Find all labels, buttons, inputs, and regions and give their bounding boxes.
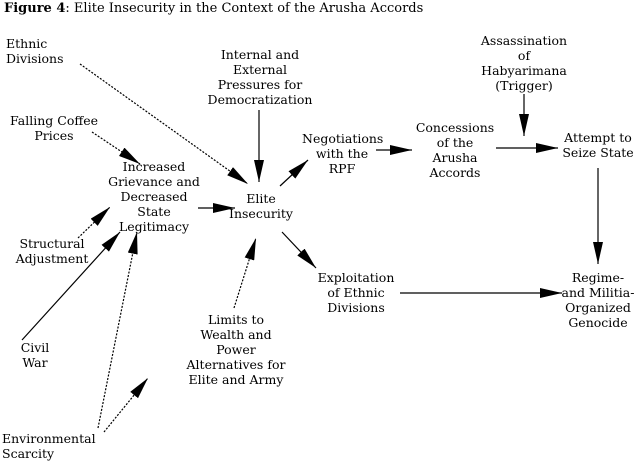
- figure-title: Figure 4: Elite Insecurity in the Contex…: [4, 1, 423, 16]
- node-elite-insecurity: Elite Insecurity: [229, 191, 293, 221]
- node-ethnic-divisions: Ethnic Divisions: [6, 36, 64, 66]
- figure-label: Figure 4: [4, 1, 66, 16]
- edge-ethnic-to-elite: [79, 63, 249, 185]
- node-internal-external-pressures: Internal and External Pressures for Demo…: [207, 47, 313, 107]
- node-genocide: Regime- and Militia- Organized Genocide: [561, 270, 635, 330]
- node-assassination: Assassination of Habyarimana (Trigger): [480, 33, 568, 93]
- node-civil-war: Civil War: [20, 340, 50, 370]
- node-falling-coffee: Falling Coffee Prices: [9, 113, 99, 143]
- edge-limits-to-elite: [233, 237, 257, 309]
- node-negotiations: Negotiations with the RPF: [302, 131, 384, 176]
- edge-scarcity-to-grievance: [97, 231, 138, 429]
- edge-scarcity-to-limits: [103, 377, 149, 433]
- edge-civilwar-to-grievance: [21, 231, 121, 341]
- node-structural-adjustment: Structural Adjustment: [15, 236, 89, 266]
- node-grievance-legitimacy: Increased Grievance and Decreased State …: [108, 159, 200, 234]
- node-limits-wealth-power: Limits to Wealth and Power Alternatives …: [186, 312, 286, 387]
- node-attempt-seize-state: Attempt to Seize State: [562, 130, 634, 160]
- edge-coffee-to-grievance: [91, 131, 141, 165]
- node-environmental-scarcity: Environmental Scarcity: [2, 431, 96, 461]
- node-concessions: Concessions of the Arusha Accords: [415, 120, 495, 180]
- edge-structural-to-grievance: [77, 206, 111, 239]
- edge-elite-to-exploitation: [281, 231, 317, 269]
- edge-elite-to-negotiations: [279, 159, 309, 187]
- figure-caption: : Elite Insecurity in the Context of the…: [65, 1, 424, 16]
- node-exploitation: Exploitation of Ethnic Divisions: [317, 270, 395, 315]
